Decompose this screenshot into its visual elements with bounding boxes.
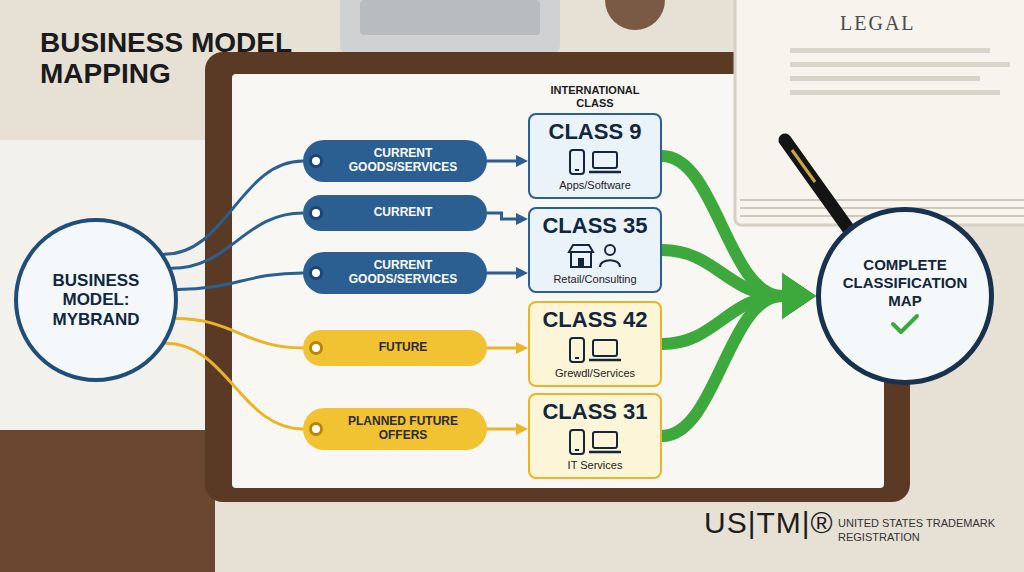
note-label: UNITED STATES TRADEMARK REGISTRATION <box>838 516 1016 545</box>
business-circle: BUSINESS MODEL: MYBRAND <box>14 218 178 382</box>
connector-line <box>487 160 516 163</box>
book-text-line <box>790 90 1000 95</box>
class-subtitle: Retail/Consulting <box>553 273 636 286</box>
pill-label: CURRENT <box>333 206 473 220</box>
book-text-line <box>790 62 1010 67</box>
class-box: CLASS 31 IT Services <box>528 393 662 479</box>
class-icon <box>566 336 624 364</box>
result-circle: COMPLETE CLASSIFICATION MAP <box>816 207 994 385</box>
note-label: INTERNATIONAL CLASS <box>540 84 650 110</box>
pill-dot <box>309 341 323 355</box>
class-box: CLASS 9 Apps/Software <box>528 113 662 199</box>
connector-line <box>487 213 516 219</box>
legal-book <box>735 0 1024 225</box>
laptop <box>340 0 560 55</box>
connector-line <box>487 272 516 275</box>
connector-line <box>166 343 303 429</box>
class-title: CLASS 31 <box>542 400 647 424</box>
connector-line <box>176 319 303 348</box>
current-pill: CURRENT GOODS/SERVICES <box>303 252 487 294</box>
check-icon <box>890 312 920 336</box>
left-pocket <box>0 430 215 572</box>
class-icon <box>566 148 624 176</box>
book-text-line <box>790 76 980 81</box>
book-text-line <box>790 48 990 53</box>
merge-arrow <box>662 250 782 296</box>
class-title: CLASS 9 <box>549 120 642 144</box>
connector-line <box>164 161 303 254</box>
coffee-cup <box>605 0 665 30</box>
connector-line <box>487 347 516 350</box>
node-label: BUSINESS MODEL: MYBRAND <box>36 271 156 330</box>
class-subtitle: Apps/Software <box>559 179 631 192</box>
laptop-keys <box>360 0 540 35</box>
connector-line <box>172 213 303 268</box>
paper-page <box>232 74 884 488</box>
future-pill: FUTURE <box>303 330 487 366</box>
pill-dot <box>309 422 323 436</box>
current-pill: CURRENT GOODS/SERVICES <box>303 140 487 182</box>
pill-label: FUTURE <box>333 341 473 355</box>
class-title: CLASS 42 <box>542 308 647 332</box>
note-label: LEGAL <box>840 12 930 35</box>
pill-dot <box>309 206 323 220</box>
pill-label: PLANNED FUTURE OFFERS <box>333 415 473 443</box>
future-pill: PLANNED FUTURE OFFERS <box>303 408 487 450</box>
node-label: COMPLETE CLASSIFICATION MAP <box>840 256 970 310</box>
class-box: CLASS 42 Grewdl/Services <box>528 301 662 387</box>
pill-dot <box>309 266 323 280</box>
merge-arrow <box>662 156 782 296</box>
merge-arrow <box>662 296 782 436</box>
pen-clip <box>792 150 815 182</box>
pill-label: CURRENT GOODS/SERVICES <box>333 147 473 175</box>
connector-line <box>177 273 303 289</box>
pill-dot <box>309 154 323 168</box>
class-title: CLASS 35 <box>542 214 647 238</box>
class-subtitle: Grewdl/Services <box>555 367 635 380</box>
diagram-title: BUSINESS MODEL MAPPING <box>40 28 340 90</box>
class-icon <box>566 242 624 270</box>
note-label: US|TM|® <box>704 506 834 540</box>
class-box: CLASS 35 Retail/Consulting <box>528 207 662 293</box>
current-pill: CURRENT <box>303 195 487 231</box>
pill-label: CURRENT GOODS/SERVICES <box>333 259 473 287</box>
class-subtitle: IT Services <box>568 459 623 472</box>
connector-line <box>487 428 516 431</box>
class-icon <box>566 428 624 456</box>
